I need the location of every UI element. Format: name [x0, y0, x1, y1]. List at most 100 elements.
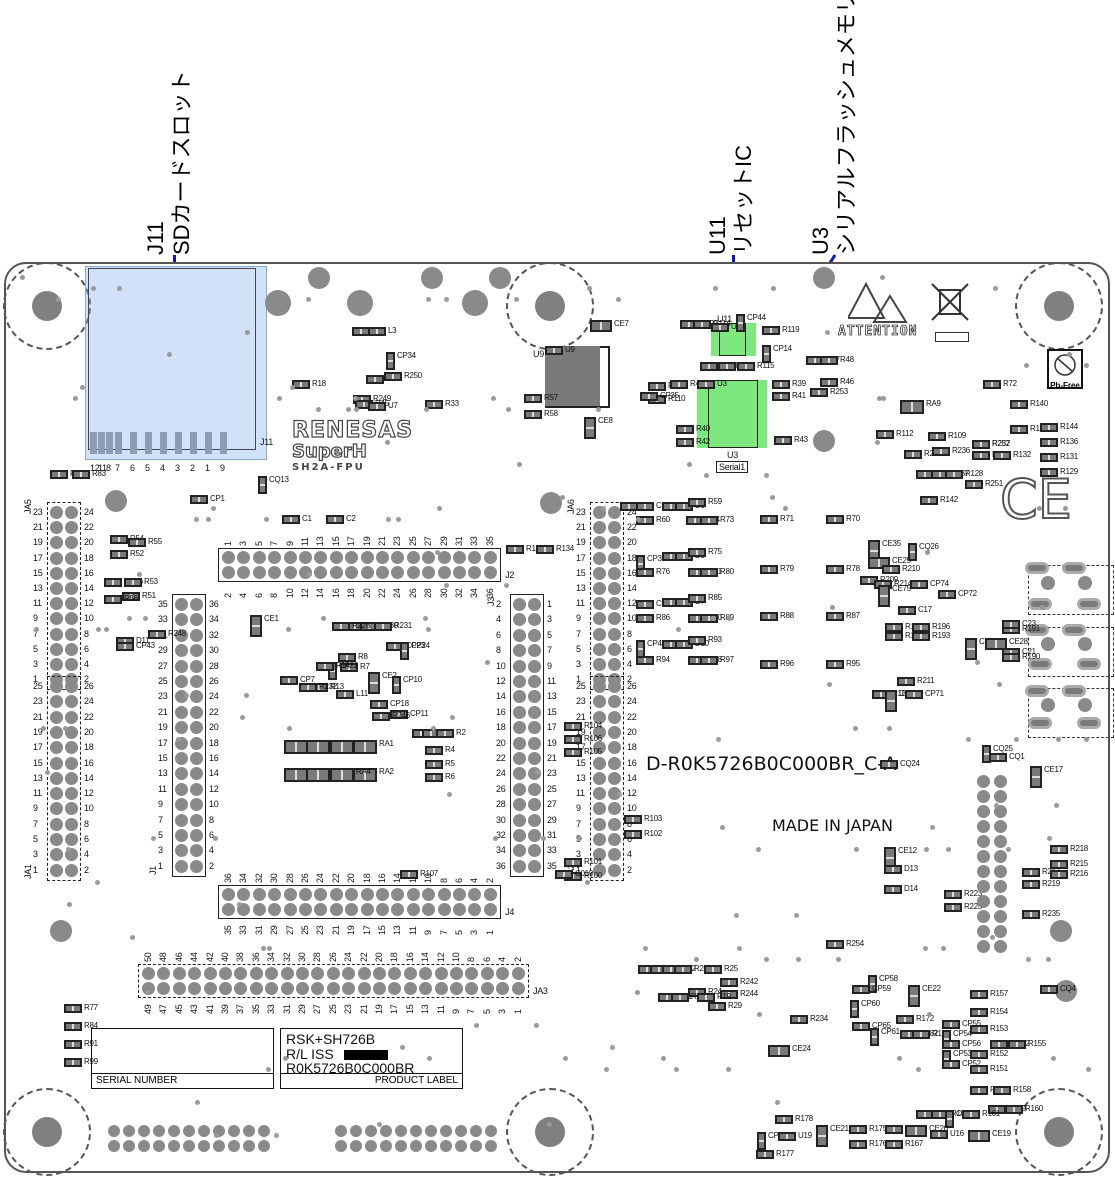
component-label: CE19: [992, 1129, 1011, 1138]
component-label: CP44: [747, 313, 766, 322]
pb-free-mark: Pb-Free: [1047, 349, 1083, 390]
pin-number: 26: [84, 681, 94, 691]
component-r44: [670, 380, 688, 389]
component-r248: [148, 630, 166, 639]
component-u19: [778, 1132, 796, 1141]
j11-contact-pad: [90, 432, 97, 454]
pin-number: 16: [627, 567, 637, 578]
component-label: CP24: [411, 641, 430, 650]
component-r136: [1040, 438, 1058, 447]
component-r217: [1022, 868, 1040, 877]
pin-number: 21: [547, 753, 557, 763]
header-pin: [50, 582, 63, 595]
header-pin: [222, 551, 235, 564]
via: [771, 286, 776, 291]
header-pin: [528, 829, 541, 842]
component-r116: [718, 362, 736, 371]
component-r158: [993, 1086, 1011, 1095]
via: [1084, 737, 1089, 742]
header-pin: [437, 551, 451, 564]
component-label: U7: [388, 401, 398, 410]
via: [726, 1067, 731, 1072]
via: [993, 286, 998, 291]
component-r34: [366, 375, 384, 384]
pin-number: 14: [84, 772, 94, 783]
header-pin: [608, 817, 621, 831]
via: [783, 506, 788, 511]
pin-number: 7: [547, 645, 552, 656]
header-pin: [483, 566, 497, 579]
component-r210: [882, 565, 900, 574]
component-r115: [737, 362, 755, 371]
header-pin: [280, 982, 294, 995]
via: [941, 946, 946, 951]
pin-number: 17: [361, 925, 372, 935]
component-label: RA1: [379, 739, 394, 748]
via: [925, 550, 930, 555]
via: [535, 770, 540, 775]
j11-contact-pad: [115, 432, 122, 454]
component-cq13: [258, 476, 267, 494]
component-cp14: [762, 345, 771, 363]
via: [151, 836, 156, 841]
component-r231: [374, 622, 392, 631]
component-ra3: [330, 740, 354, 754]
component-label: R88: [780, 611, 794, 620]
via: [143, 616, 148, 621]
component-r71: [760, 515, 778, 524]
header-pin: [249, 982, 263, 995]
component-label: R189: [892, 689, 910, 698]
header-pin: [268, 903, 282, 916]
mounting-hole-bottom-right: [1015, 1088, 1103, 1176]
component-r151: [970, 1065, 988, 1074]
component-label: R215: [1070, 859, 1088, 868]
component-ce75: [878, 585, 890, 607]
pin-number: 25: [576, 681, 586, 691]
component-c019: [555, 870, 573, 879]
pin-number: 17: [33, 742, 43, 753]
via-column-pad: [977, 940, 990, 953]
header-pin: [65, 817, 78, 831]
component-label: CP22: [339, 661, 358, 670]
header-pin: [175, 782, 188, 796]
component-label: R131: [1060, 452, 1078, 461]
header-pin: [528, 859, 541, 873]
pad: [105, 490, 127, 512]
pin-number: 20: [627, 537, 637, 548]
component-label: R24: [708, 987, 722, 996]
header-pin: [188, 982, 202, 995]
component-label: R99: [84, 1057, 98, 1066]
via: [485, 660, 490, 665]
component-label: R181: [932, 1029, 950, 1038]
component-cp24: [400, 642, 409, 660]
pin-number: 10: [451, 952, 461, 962]
header-pin: [172, 982, 186, 995]
component-r161: [962, 1110, 980, 1119]
component-c17: [898, 606, 916, 615]
pin-number: 5: [481, 1009, 492, 1014]
component-label: R59: [708, 497, 722, 506]
component-label: R70: [846, 514, 860, 523]
pin-number: 26: [300, 873, 310, 883]
pin-number: 7: [466, 1009, 477, 1014]
header-pin: [50, 848, 63, 862]
header-pin: [376, 888, 389, 901]
header-pin: [175, 628, 188, 642]
component-label: R100: [584, 871, 602, 880]
header-pin: [513, 798, 526, 812]
component-label: R75: [708, 547, 722, 556]
via: [346, 407, 351, 412]
header-name: J1: [148, 866, 158, 876]
component-r223: [944, 890, 962, 899]
header-pin: [511, 982, 525, 995]
edge-pad: [440, 1125, 452, 1137]
pin-number: 35: [250, 1004, 261, 1014]
via-column-pad: [977, 925, 990, 938]
pin-number: 18: [84, 742, 94, 753]
pin-number: 3: [547, 614, 552, 625]
pin-number: 17: [158, 737, 168, 748]
pin-number: 3: [576, 849, 581, 860]
via: [1051, 1056, 1056, 1061]
via: [1046, 957, 1051, 962]
header-pin: [593, 582, 606, 595]
